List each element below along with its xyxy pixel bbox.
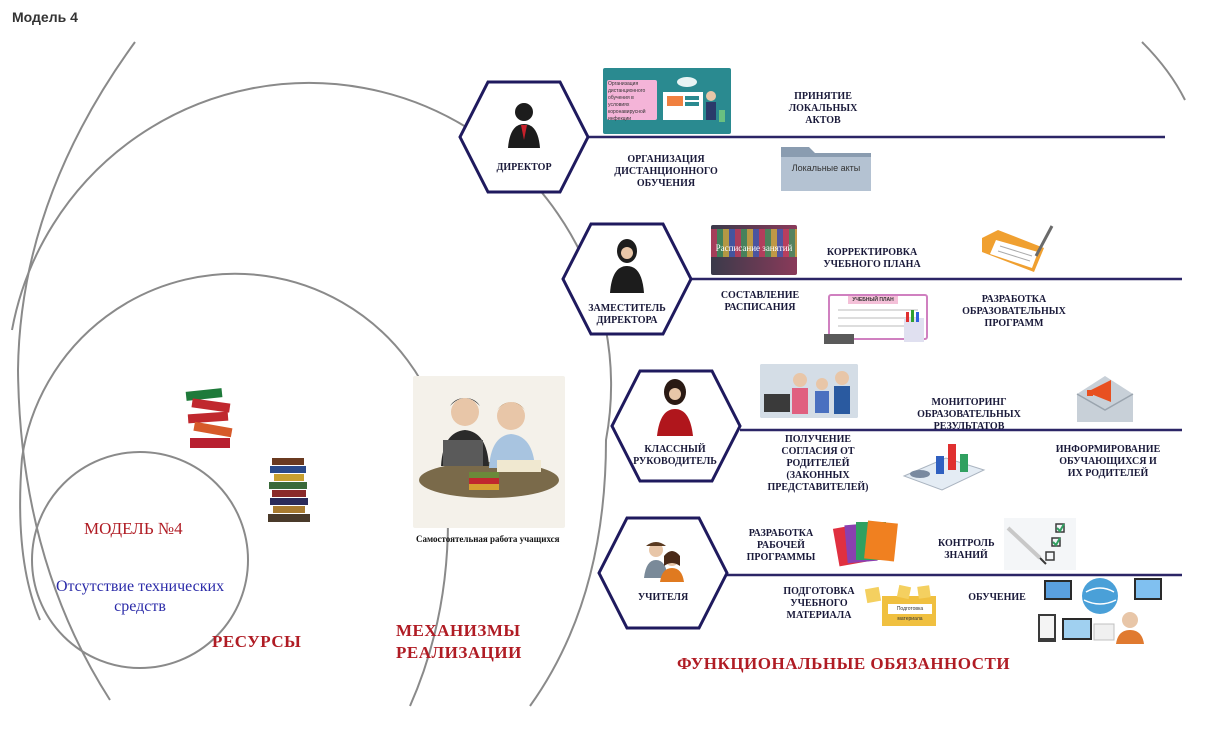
mechanisms-label: МЕХАНИЗМЫ РЕАЛИЗАЦИИ — [396, 621, 522, 662]
books-tower-icon — [268, 458, 310, 522]
class-teacher-avatar — [657, 379, 693, 436]
megaphone-mail-icon — [1075, 370, 1135, 424]
duty-schedule: СОСТАВЛЕНИЕ РАСПИСАНИЯ — [720, 290, 800, 313]
duty-knowledge-control: КОНТРОЛЬ ЗНАНИЙ — [938, 538, 995, 561]
model-label: МОДЕЛЬ №4 — [84, 519, 183, 538]
plan-label: УЧЕБНЫЙ ПЛАН — [848, 296, 898, 304]
curriculum-plan-image: УЧЕБНЫЙ ПЛАН — [822, 290, 930, 348]
clipboard-icon — [978, 222, 1064, 276]
books-stack-icon — [185, 388, 233, 448]
folder-label: Локальные акты — [791, 163, 861, 173]
resources-label: РЕСУРСЫ — [212, 632, 302, 651]
teachers-avatar — [644, 542, 684, 582]
schedule-label: Расписание занятий — [715, 243, 793, 253]
folders-stack-icon — [832, 516, 900, 568]
family-image — [760, 364, 858, 418]
outer-arc-left — [16, 41, 136, 701]
distance-learning-text: Организация дистанционного обучения в ус… — [607, 80, 657, 122]
duty-informing: ИНФОРМИРОВАНИЕ ОБУЧАЮЩИХСЯ И ИХ РОДИТЕЛЕ… — [1055, 444, 1161, 479]
checklist-icon — [1004, 518, 1076, 570]
duty-work-program: РАЗРАБОТКА РАБОЧЕЙ ПРОГРАММЫ — [746, 528, 816, 563]
duty-curriculum: КОРРЕКТИРОВКА УЧЕБНОГО ПЛАНА — [823, 247, 921, 270]
role-class-teacher: КЛАССНЫЙ РУКОВОДИТЕЛЬ — [633, 444, 717, 467]
duty-local-acts: ПРИНЯТИЕ ЛОКАЛЬНЫХ АКТОВ — [788, 91, 858, 126]
page-title: Модель 4 — [12, 9, 78, 25]
deputy-avatar — [610, 239, 644, 293]
role-director: ДИРЕКТОР — [496, 162, 552, 173]
distance-learning-image: Организация дистанционного обучения в ус… — [603, 68, 731, 134]
students-image — [413, 376, 565, 528]
chart-analytics-icon — [900, 440, 986, 492]
outer-arc-right — [1141, 41, 1186, 101]
director-avatar — [508, 103, 540, 148]
students-caption: Самостоятельная работа учащихся — [416, 534, 560, 544]
schedule-image: Расписание занятий — [711, 225, 797, 275]
role-deputy: ЗАМЕСТИТЕЛЬ ДИРЕКТОРА — [588, 303, 666, 326]
material-box-image: Подготовка материала — [862, 584, 940, 628]
functions-label: ФУНКЦИОНАЛЬНЫЕ ОБЯЗАННОСТИ — [677, 654, 1011, 673]
duty-material-prep: ПОДГОТОВКА УЧЕБНОГО МАТЕРИАЛА — [783, 586, 855, 621]
resources-circle — [21, 272, 452, 707]
folder-icon: Локальные акты — [779, 141, 873, 193]
duty-consent: ПОЛУЧЕНИЕ СОГЛАСИЯ ОТ РОДИТЕЛЕЙ (ЗАКОННЫ… — [767, 434, 869, 493]
duty-teaching: ОБУЧЕНИЕ — [968, 592, 1026, 603]
absence-label: Отсутствие технических средств — [55, 578, 225, 615]
model-circle — [31, 451, 249, 669]
online-learning-image — [1034, 574, 1166, 644]
material-label: Подготовка материала — [888, 604, 932, 622]
duty-distance-learning: ОРГАНИЗАЦИЯ ДИСТАНЦИОННОГО ОБУЧЕНИЯ — [614, 154, 718, 189]
duty-programs: РАЗРАБОТКА ОБРАЗОВАТЕЛЬНЫХ ПРОГРАММ — [962, 294, 1066, 329]
duty-monitoring: МОНИТОРИНГ ОБРАЗОВАТЕЛЬНЫХ РЕЗУЛЬТАТОВ — [917, 397, 1021, 432]
role-teachers: УЧИТЕЛЯ — [637, 592, 689, 603]
